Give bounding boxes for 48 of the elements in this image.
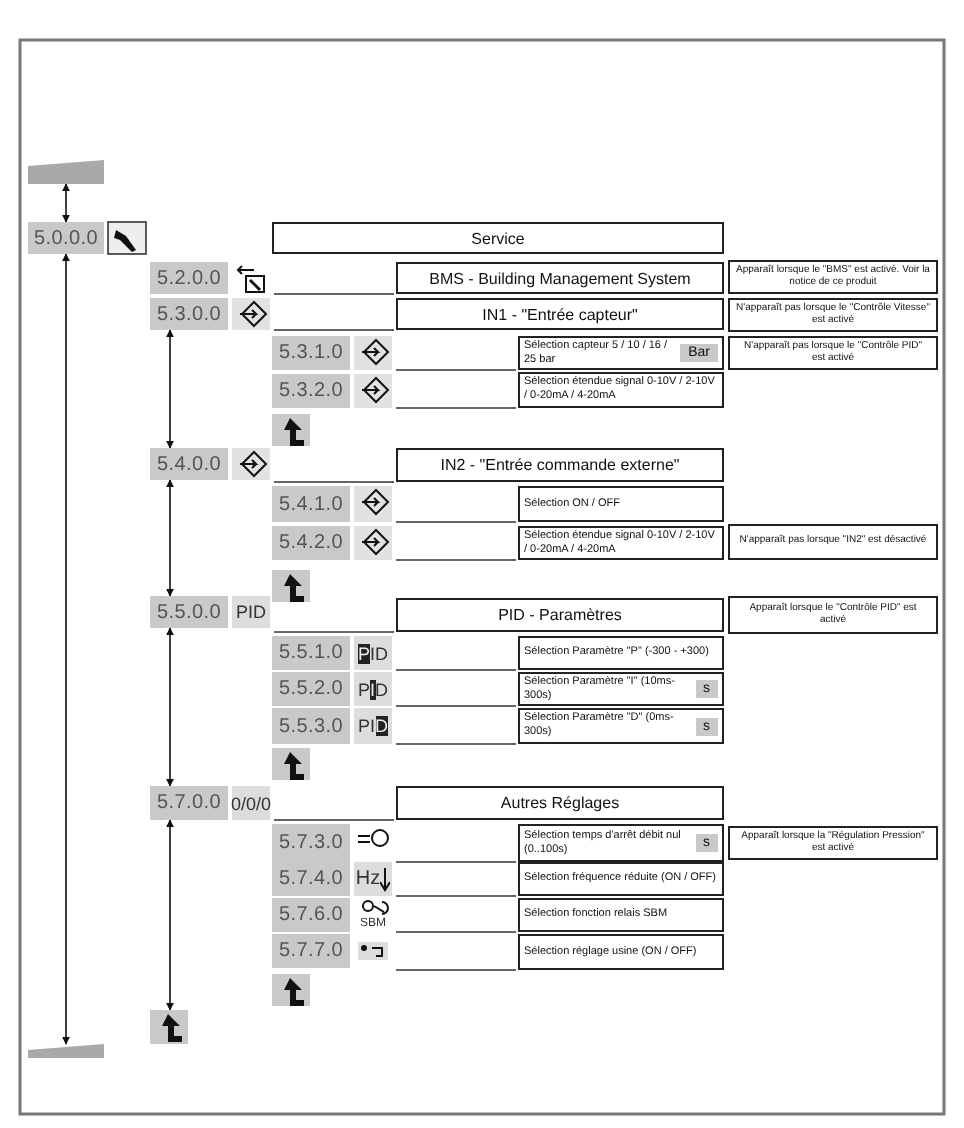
menu-code: 5.5.1.0 [272,636,350,670]
double-arrow [62,253,70,1045]
setting-box [518,824,724,862]
pid-icon: PID [232,596,270,628]
menu-code: 5.5.2.0 [272,672,350,706]
menu-code: 5.5.3.0 [272,708,350,744]
setting-box [518,526,724,560]
section-header: Service [272,222,724,254]
setting-box [518,708,724,744]
menu-code: 5.3.2.0 [272,374,350,408]
section-header: BMS - Building Management System [396,262,724,294]
menu-code: 5.4.0.0 [150,448,228,480]
frequency-icon: Hz [354,862,392,896]
menu-code: 5.5.0.0 [150,596,228,628]
menu-code: 5.7.6.0 [272,898,350,932]
menu-code: 5.7.3.0 [272,824,350,862]
section-header: Autres Réglages [396,786,724,820]
setting-box [518,672,724,706]
menu-code: 5.4.2.0 [272,526,350,560]
menu-code: 5.7.0.0 [150,786,228,820]
menu-bar [28,1044,104,1058]
double-arrow [166,479,174,597]
pid-icon: PID [354,708,392,744]
setting-box [518,934,724,970]
menu-code: 5.7.7.0 [272,934,350,968]
menu-code: 5.4.1.0 [272,486,350,522]
settings-icon: 0/0/0 [232,786,270,820]
pid-icon: PID [354,636,392,670]
section-header: IN1 - "Entrée capteur" [396,298,724,330]
menu-code: 5.3.0.0 [150,298,228,330]
section-header: PID - Paramètres [396,598,724,632]
setting-box [518,636,724,670]
menu-bar [28,160,104,184]
setting-box [518,486,724,522]
setting-box [518,862,724,896]
setting-box [518,372,724,408]
pid-icon: PID [354,672,392,706]
menu-code: 5.0.0.0 [28,222,104,254]
double-arrow [166,329,174,449]
section-header: IN2 - "Entrée commande externe" [396,448,724,482]
menu-code: 5.3.1.0 [272,336,350,370]
menu-code: 5.7.4.0 [272,862,350,896]
setting-box [518,898,724,932]
double-arrow [62,183,70,223]
setting-box [518,336,724,370]
double-arrow [166,819,174,1011]
double-arrow [166,627,174,787]
menu-code: 5.2.0.0 [150,262,228,294]
